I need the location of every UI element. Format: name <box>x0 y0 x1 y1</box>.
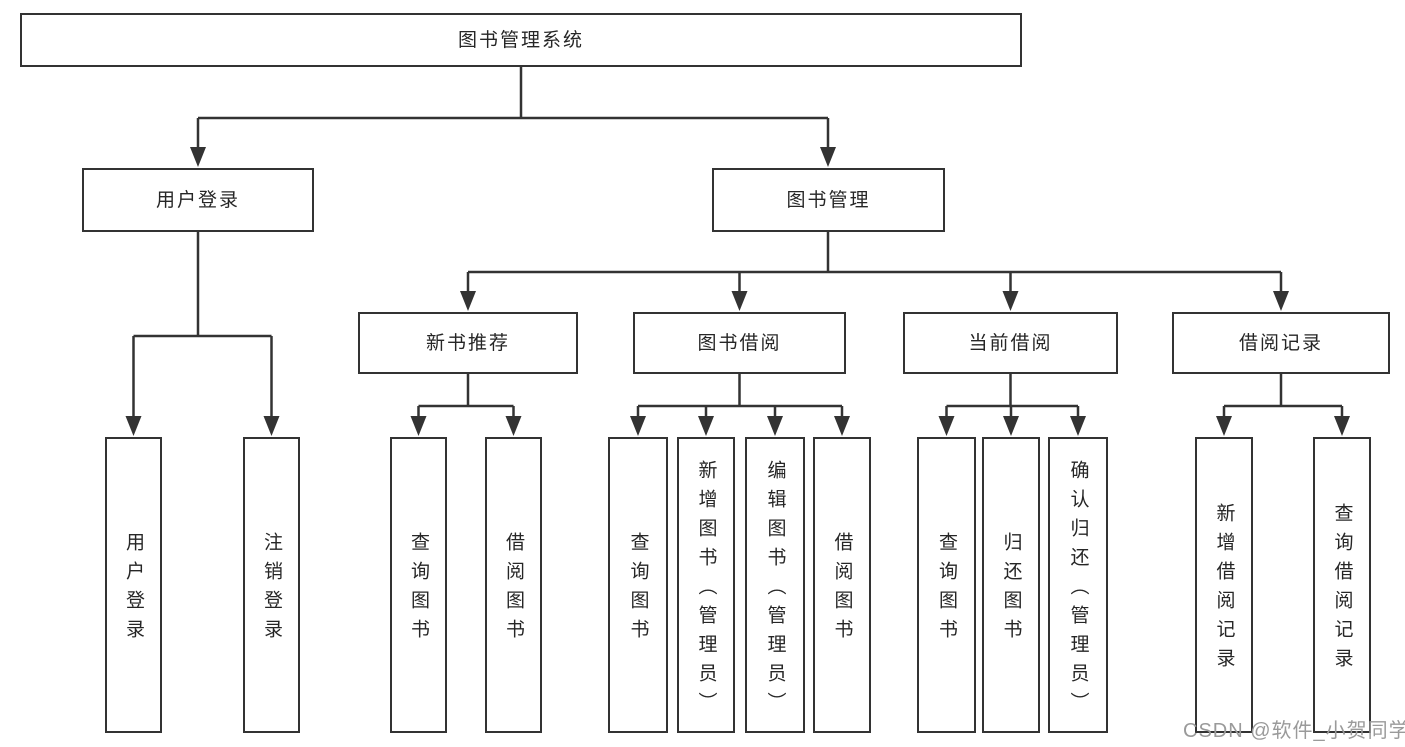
leaf-recommend-query-books: 查询图书 <box>390 437 447 733</box>
node-label: 归还图书 <box>1000 532 1022 648</box>
leaf-user-login: 用户登录 <box>105 437 162 733</box>
leaf-borrow-query-books: 查询图书 <box>608 437 668 733</box>
node-book-borrow: 图书借阅 <box>633 312 846 374</box>
node-label: 图书借阅 <box>697 332 782 354</box>
leaf-records-add-record: 新增借阅记录 <box>1195 437 1253 733</box>
leaf-logout: 注销登录 <box>243 437 300 733</box>
csdn-watermark: CSDN @软件_小贺同学 <box>1183 720 1405 742</box>
leaf-borrow-add-books-admin: 新增图书（管理员） <box>677 437 735 733</box>
leaf-borrow-edit-books-admin: 编辑图书（管理员） <box>745 437 805 733</box>
leaf-current-query-books: 查询图书 <box>917 437 976 733</box>
node-label: 查询图书 <box>627 532 649 648</box>
node-label: 确认归还（管理员） <box>1067 459 1089 721</box>
node-label: 新增借阅记录 <box>1213 503 1235 677</box>
leaf-current-confirm-return-admin: 确认归还（管理员） <box>1048 437 1108 733</box>
node-borrow-records: 借阅记录 <box>1172 312 1390 374</box>
node-label: 借阅图书 <box>503 532 524 648</box>
leaf-borrow-borrow-books: 借阅图书 <box>813 437 871 733</box>
node-root-system: 图书管理系统 <box>20 13 1022 67</box>
node-label: 编辑图书（管理员） <box>764 459 786 721</box>
node-user-login: 用户登录 <box>82 168 314 232</box>
node-label: 新书推荐 <box>425 332 510 354</box>
node-label: 用户登录 <box>123 532 144 648</box>
connector-root-split <box>190 67 836 167</box>
node-label: 查询借阅记录 <box>1331 503 1353 677</box>
node-label: 查询图书 <box>936 532 957 648</box>
node-label: 借阅图书 <box>831 532 853 648</box>
node-label: 借阅记录 <box>1238 332 1323 354</box>
connector-recommend-split <box>410 374 522 436</box>
connector-current-split <box>938 374 1086 436</box>
leaf-current-return-books: 归还图书 <box>982 437 1040 733</box>
node-book-management: 图书管理 <box>712 168 945 232</box>
node-current-borrow: 当前借阅 <box>903 312 1118 374</box>
node-label: 图书管理 <box>786 189 871 211</box>
node-new-book-recommend: 新书推荐 <box>358 312 578 374</box>
node-label: 用户登录 <box>155 189 240 211</box>
connector-records-split <box>1216 374 1350 436</box>
node-label: 当前借阅 <box>968 332 1053 354</box>
node-label: 查询图书 <box>408 532 429 648</box>
connector-borrow-split <box>630 374 850 436</box>
node-label: 新增图书（管理员） <box>695 459 717 721</box>
leaf-recommend-borrow-books: 借阅图书 <box>485 437 542 733</box>
node-label: 注销登录 <box>261 532 282 648</box>
node-label: 图书管理系统 <box>457 29 584 51</box>
connector-management-split <box>460 232 1289 311</box>
connector-login-split <box>125 232 280 436</box>
leaf-records-query-record: 查询借阅记录 <box>1313 437 1371 733</box>
